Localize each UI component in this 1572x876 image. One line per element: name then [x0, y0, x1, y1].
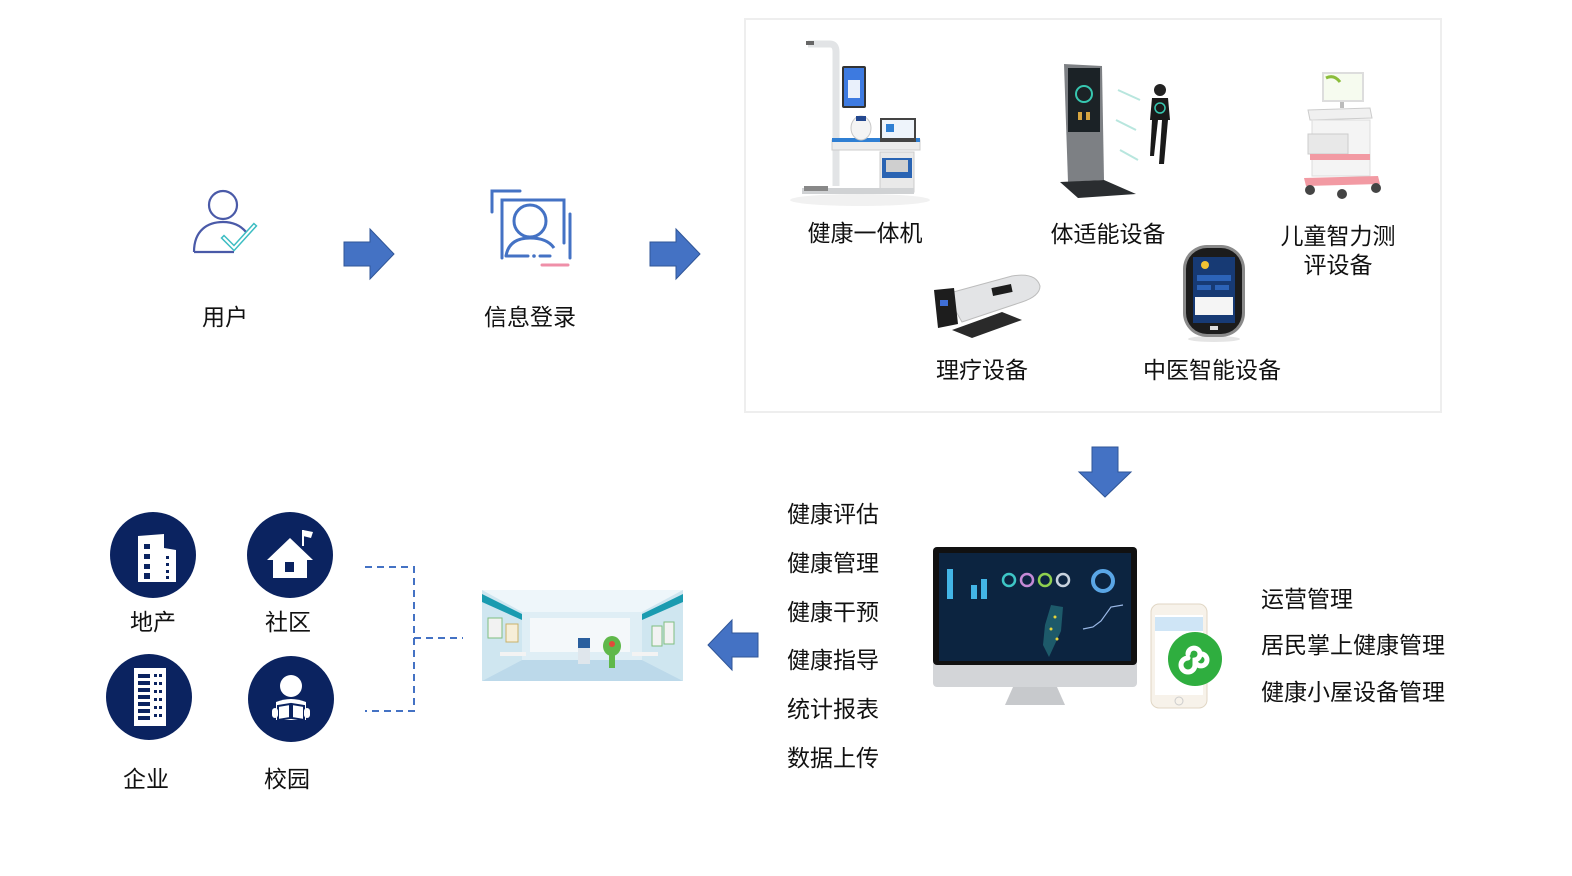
platform-function-item: 健康指导 [787, 648, 879, 674]
fitness-device-icon [1060, 60, 1180, 200]
user-label: 用户 [202, 305, 248, 331]
arrow-right-icon [649, 227, 701, 281]
platform-function-item: 数据上传 [787, 746, 879, 772]
device-label-health-kiosk: 健康一体机 [807, 221, 923, 247]
scenario-label-community: 社区 [265, 610, 311, 636]
student-reading-icon [248, 656, 334, 742]
arrow-down-icon [1077, 446, 1133, 498]
device-label-tcm: 中医智能设备 [1143, 358, 1281, 384]
device-label-child-assessment-line1: 儿童智力测 [1280, 224, 1396, 250]
platform-function-item: 健康评估 [787, 502, 879, 528]
login-label: 信息登录 [484, 305, 576, 331]
face-scan-icon [488, 188, 572, 272]
child-assessment-cart-icon [1300, 70, 1390, 200]
management-function-item: 运营管理 [1261, 587, 1353, 613]
scenario-label-real-estate: 地产 [130, 610, 176, 636]
device-label-physiotherapy: 理疗设备 [936, 358, 1028, 384]
arrow-left-icon [707, 618, 759, 672]
health-kiosk-icon [790, 36, 930, 206]
physiotherapy-device-icon [932, 272, 1044, 338]
platform-function-item: 健康干预 [787, 600, 879, 626]
building-icon [110, 512, 196, 598]
platform-function-item: 统计报表 [787, 697, 879, 723]
office-tower-icon [106, 654, 192, 740]
dashboard-monitor-icon [933, 547, 1137, 707]
device-label-child-assessment-line2: 评设备 [1303, 253, 1373, 279]
platform-function-item: 健康管理 [787, 551, 879, 577]
dashed-connector [365, 566, 465, 712]
health-hut-room-image [482, 590, 683, 681]
user-icon [188, 186, 262, 260]
device-label-fitness: 体适能设备 [1050, 222, 1166, 248]
house-flag-icon [247, 512, 333, 598]
scenario-label-campus: 校园 [264, 767, 310, 793]
mini-program-icon [1168, 632, 1222, 686]
management-function-item: 居民掌上健康管理 [1261, 633, 1445, 659]
arrow-right-icon [343, 227, 395, 281]
scenario-label-enterprise: 企业 [123, 767, 169, 793]
tcm-device-icon [1181, 243, 1247, 343]
management-function-item: 健康小屋设备管理 [1261, 680, 1445, 706]
